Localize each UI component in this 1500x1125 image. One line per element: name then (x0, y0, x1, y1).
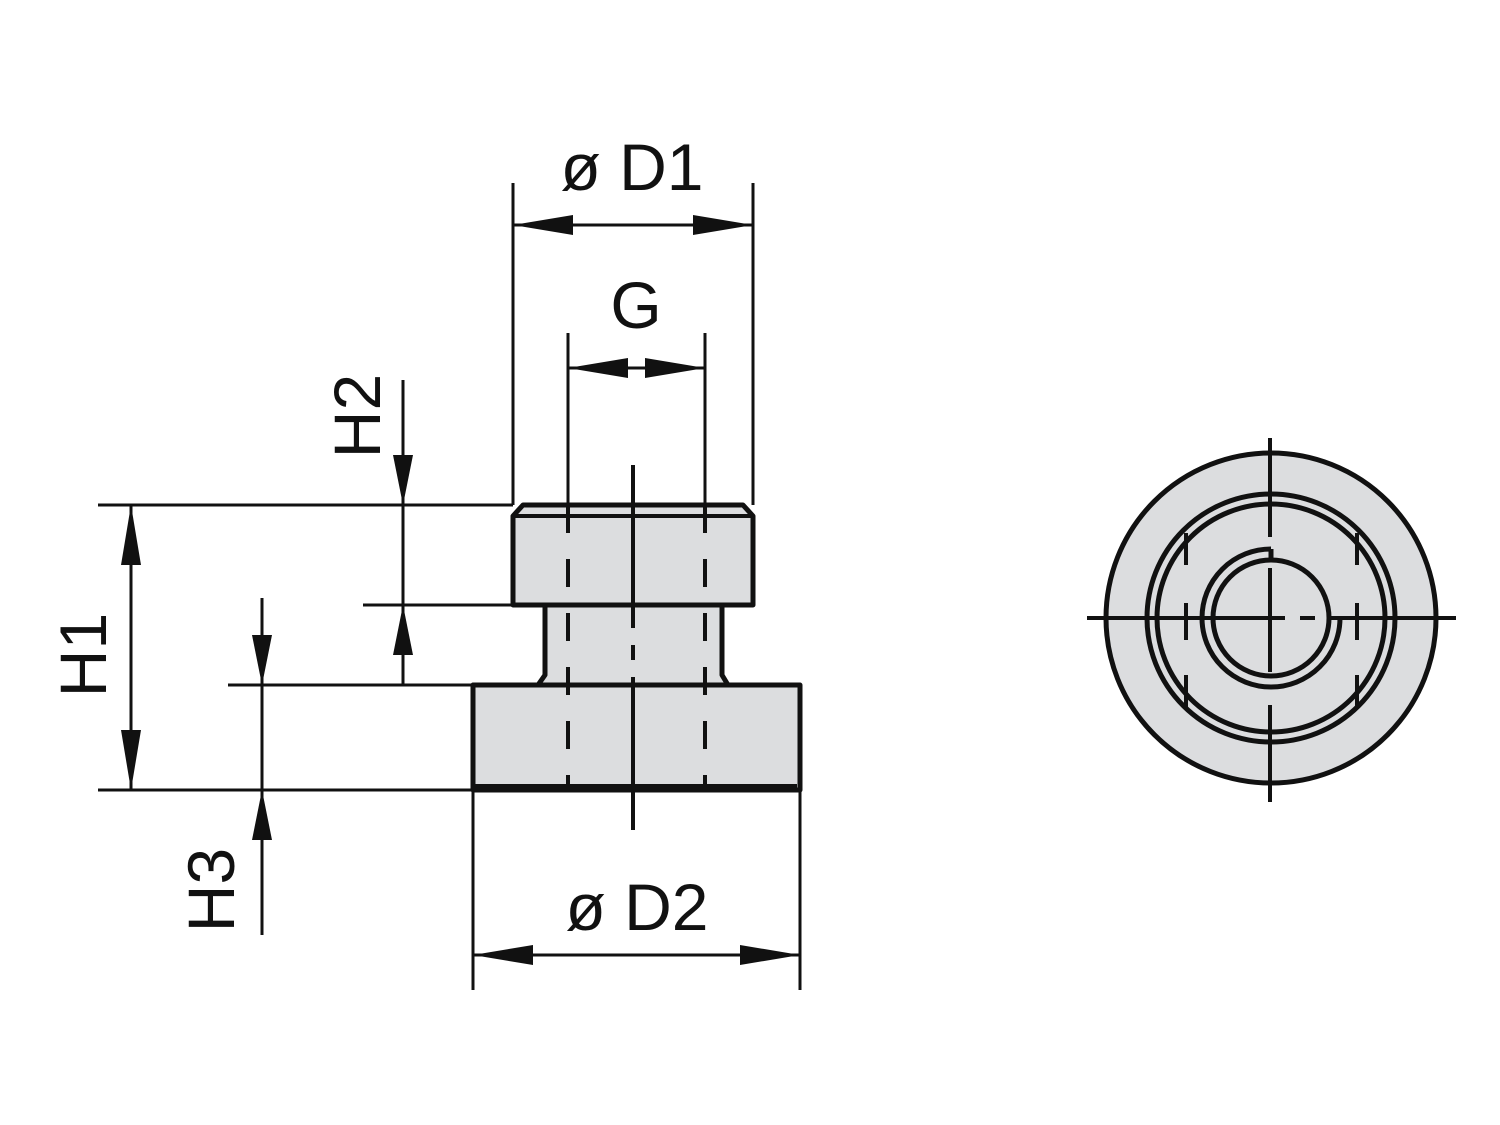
dimension-g-label: G (610, 268, 661, 342)
dimension-h1-label: H1 (46, 613, 120, 697)
thread-arc (1199, 546, 1343, 690)
dimension-d2-label: ø D2 (565, 870, 708, 944)
dimension-h3-label: H3 (174, 848, 248, 932)
centerlines (1087, 438, 1456, 802)
side-view (470, 465, 803, 830)
dimension-h2-label: H2 (320, 374, 394, 458)
top-view (1087, 438, 1456, 802)
bottom-flange (470, 682, 803, 793)
hidden-lines (1184, 533, 1359, 708)
dimension-d1-label: ø D1 (560, 130, 703, 204)
dimensions: ø D1 G H2 H1 H3 ø D2 (46, 130, 802, 990)
